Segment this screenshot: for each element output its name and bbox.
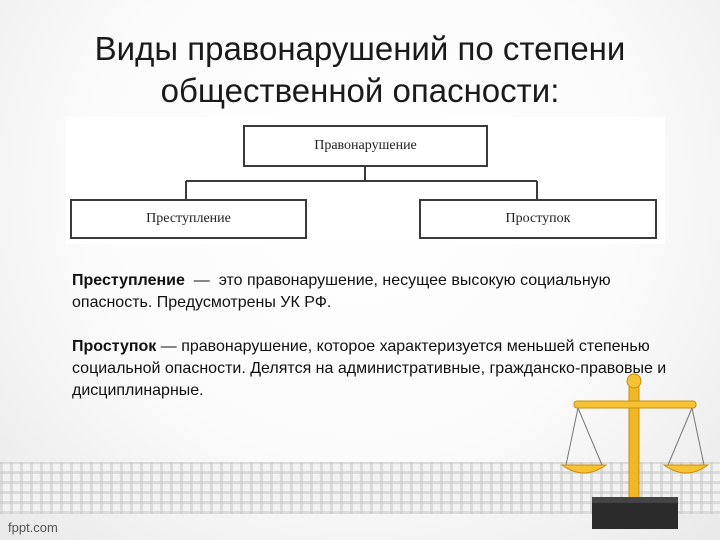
definition-dash: —	[193, 272, 210, 289]
right-node: Проступок	[419, 199, 657, 239]
definitions-text: Преступление — это правонарушение, несущ…	[72, 270, 672, 424]
definition-dash: —	[160, 338, 177, 355]
classification-diagram: Правонарушение Преступление Проступок	[66, 117, 665, 244]
definition-term: Проступок	[72, 338, 157, 355]
definition-misdemeanor: Проступок — правонарушение, которое хара…	[72, 336, 672, 402]
definition-term: Преступление	[72, 272, 185, 289]
definition-text: это правонарушение, несущее высокую соци…	[72, 272, 611, 311]
footer-logo: fppt.com	[8, 520, 58, 535]
title-line-2: общественной опасности:	[160, 72, 560, 109]
left-node: Преступление	[70, 199, 307, 239]
slide-title: Виды правонарушений по степени обществен…	[0, 28, 720, 112]
scales-of-justice-icon	[560, 365, 710, 540]
title-line-1: Виды правонарушений по степени	[94, 30, 626, 67]
root-node: Правонарушение	[243, 125, 488, 167]
definition-crime: Преступление — это правонарушение, несущ…	[72, 270, 672, 314]
definition-text: правонарушение, которое характеризуется …	[72, 338, 667, 399]
connector-lines	[185, 167, 538, 199]
